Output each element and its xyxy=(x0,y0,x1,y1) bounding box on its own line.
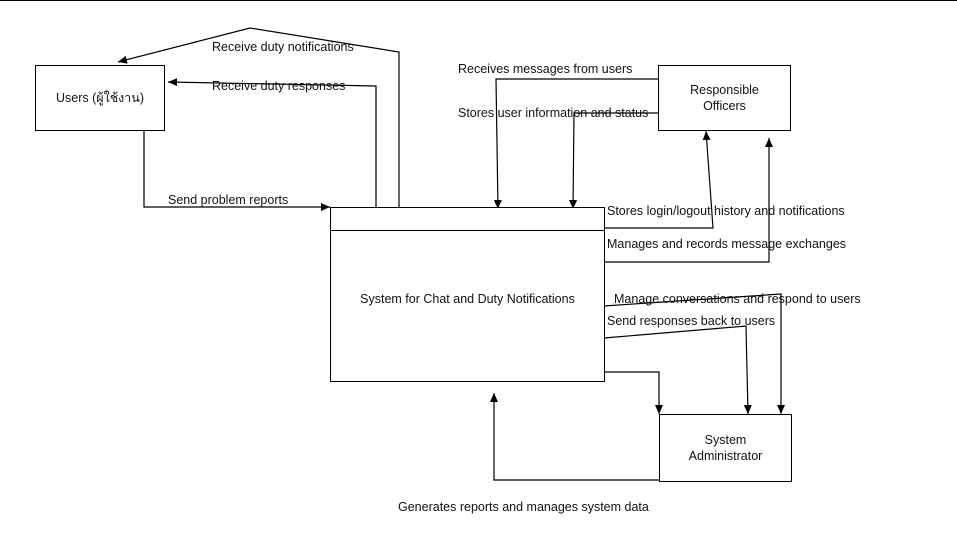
flow-send-problem-reports xyxy=(143,131,330,211)
system-process-header-divider xyxy=(331,230,604,231)
responsible-officers-entity: Responsible Officers xyxy=(658,65,791,131)
system-process-label: System for Chat and Duty Notifications xyxy=(360,291,575,306)
admin-label-line1: System xyxy=(704,433,747,447)
label-generates-reports: Generates reports and manages system dat… xyxy=(398,500,649,514)
flow-generates-reports xyxy=(490,393,659,481)
label-receives-messages: Receives messages from users xyxy=(458,62,633,76)
flow-system-to-admin xyxy=(604,371,663,414)
system-process: System for Chat and Duty Notifications xyxy=(330,207,605,382)
flow-manage-conversations xyxy=(603,293,785,414)
label-send-responses: Send responses back to users xyxy=(607,314,776,328)
label-stores-user-info: Stores user information and status xyxy=(458,106,649,120)
label-stores-login-history: Stores login/logout history and notifica… xyxy=(607,204,845,218)
label-receive-duty-responses: Receive duty responses xyxy=(212,79,346,93)
top-border xyxy=(0,0,957,1)
flow-send-responses xyxy=(603,325,752,415)
label-manages-message-exchanges: Manages and records message exchanges xyxy=(607,237,847,251)
flow-stores-user-info xyxy=(569,112,658,210)
flow-receives-messages xyxy=(493,78,658,210)
officers-label-line2: Officers xyxy=(703,99,746,113)
users-entity-label: Users (ผู้ใช้งาน) xyxy=(55,91,145,105)
admin-label-line2: Administrator xyxy=(688,449,763,463)
system-administrator-entity: System Administrator xyxy=(659,414,792,482)
flow-receive-duty-responses xyxy=(167,78,377,207)
label-manage-conversations: Manage conversations and respond to user… xyxy=(614,292,861,306)
users-entity: Users (ผู้ใช้งาน) xyxy=(35,65,165,131)
label-send-problem-reports: Send problem reports xyxy=(168,193,289,207)
flow-stores-login-history xyxy=(604,130,714,229)
label-receive-duty-notifications: Receive duty notifications xyxy=(212,40,354,54)
officers-label-line1: Responsible xyxy=(690,83,759,97)
flow-manages-message-exchanges xyxy=(604,138,773,263)
flow-receive-duty-notifications xyxy=(117,27,400,207)
